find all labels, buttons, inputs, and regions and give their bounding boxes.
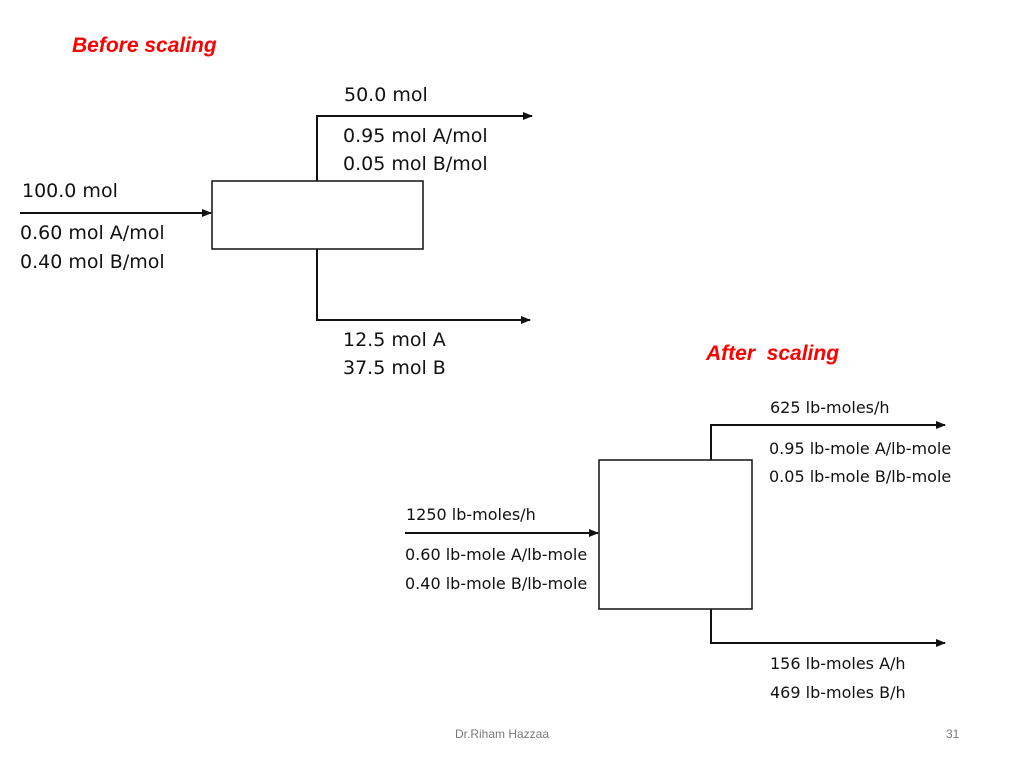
before-bottom-amount-a-label: 12.5 mol A	[343, 329, 446, 351]
after-feed-comp-b-label: 0.40 lb-mole B/lb-mole	[405, 574, 587, 593]
after-bottom-product-arrow	[710, 609, 946, 647]
after-scaling-diagram: 1250 lb-moles/h 0.60 lb-mole A/lb-mole 0…	[405, 398, 951, 702]
footer-page-number: 31	[946, 727, 960, 741]
after-feed-comp-a-label: 0.60 lb-mole A/lb-mole	[405, 545, 587, 564]
after-bottom-amount-a-label: 156 lb-moles A/h	[770, 654, 906, 673]
before-top-flow-label: 50.0 mol	[344, 84, 428, 106]
after-top-comp-a-label: 0.95 lb-mole A/lb-mole	[769, 439, 951, 458]
after-feed-flow-label: 1250 lb-moles/h	[406, 505, 536, 524]
before-process-unit-box	[211, 180, 424, 250]
before-top-comp-a-label: 0.95 mol A/mol	[343, 125, 488, 147]
after-bottom-amount-b-label: 469 lb-moles B/h	[770, 683, 906, 702]
after-process-unit-box	[598, 459, 753, 610]
after-top-flow-label: 625 lb-moles/h	[770, 398, 890, 417]
before-feed-comp-b-label: 0.40 mol B/mol	[20, 251, 165, 273]
before-bottom-amount-b-label: 37.5 mol B	[343, 357, 446, 379]
before-scaling-heading: Before scaling	[72, 34, 217, 57]
before-feed-comp-a-label: 0.60 mol A/mol	[20, 222, 165, 244]
before-top-comp-b-label: 0.05 mol B/mol	[343, 153, 488, 175]
after-top-comp-b-label: 0.05 lb-mole B/lb-mole	[769, 467, 951, 486]
after-scaling-heading: After scaling	[706, 342, 840, 365]
before-feed-flow-label: 100.0 mol	[22, 180, 118, 202]
before-top-product-arrow	[316, 112, 533, 181]
before-bottom-product-arrow	[316, 249, 531, 324]
footer-author: Dr.Riham Hazzaa	[455, 727, 550, 741]
after-top-product-arrow	[710, 421, 946, 460]
before-scaling-diagram: 100.0 mol 0.60 mol A/mol 0.40 mol B/mol …	[20, 84, 533, 379]
